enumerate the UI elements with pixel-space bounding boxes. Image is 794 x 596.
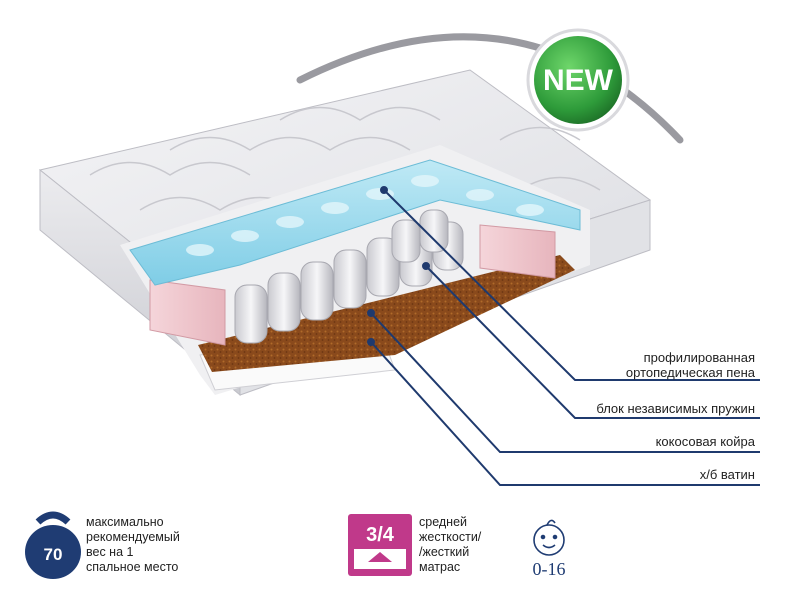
foam-bumps: [186, 175, 544, 256]
label-coir: кокосовая койра: [655, 434, 755, 449]
baby-face-icon: [533, 519, 565, 556]
callout-lines: [367, 186, 760, 486]
weight-line2: рекомендуемый: [86, 530, 180, 544]
weight-line1: максимально: [86, 515, 164, 529]
firmness-line1: средней: [419, 515, 468, 529]
label-springs: блок независимых пружин: [596, 401, 755, 416]
weight-description: максимально рекомендуемый вес на 1 спаль…: [86, 515, 180, 575]
weight-line4: спальное место: [86, 560, 179, 574]
firmness-line4: матрас: [419, 560, 461, 574]
label-profiled-foam-line1: профилированная: [643, 350, 755, 365]
label-profiled-foam: профилированная ортопедическая пена: [560, 350, 755, 380]
callout-line-batting: [370, 341, 760, 486]
callout-line-foam: [383, 189, 760, 381]
firmness-line2: жесткости/: [419, 530, 482, 544]
new-badge-text: NEW: [543, 64, 614, 97]
firmness-line3: /жесткий: [419, 545, 470, 559]
age-range: 0-16: [533, 559, 566, 579]
pink-foam-left: [149, 279, 226, 346]
weight-line3: вес на 1: [86, 545, 134, 559]
decorative-arc: [296, 33, 684, 144]
pocket-springs: [234, 209, 464, 344]
pink-foam-right: [479, 224, 556, 279]
label-batting: х/б ватин: [699, 467, 755, 482]
firmness-value: 3/4: [366, 524, 395, 546]
profiled-foam-layer: [129, 159, 581, 286]
new-badge: NEW: [526, 28, 630, 132]
coir-layer: [198, 255, 575, 372]
callout-line-coir: [370, 312, 760, 453]
kettlebell-icon: 70: [25, 511, 81, 579]
firmness-description: средней жесткости/ /жесткий матрас: [419, 515, 481, 575]
weight-value: 70: [44, 545, 63, 564]
label-profiled-foam-line2: ортопедическая пена: [625, 365, 755, 380]
callout-line-springs: [425, 265, 760, 419]
firmness-icon: 3/4: [348, 514, 412, 576]
